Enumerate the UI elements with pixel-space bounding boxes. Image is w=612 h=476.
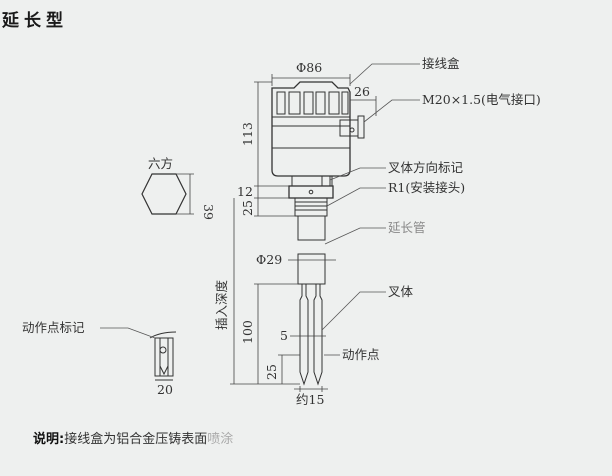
dim-housing-height: 113 [240,122,255,146]
footnote-text: 接线盒为铝合金压铸表面 [64,432,208,447]
dim-fork-length: 100 [240,320,255,344]
label-junction-box: 接线盒 [422,56,460,71]
footnote: 说明:接线盒为铝合金压铸表面喷涂 [33,428,233,447]
dim-thread-length: 25 [240,200,255,216]
label-mount-thread: R1(安装接头) [388,180,465,195]
footnote-faded-tail: 喷涂 [207,432,234,447]
dim-port-offset: 26 [354,84,370,99]
label-fork: 叉体 [388,284,414,299]
junction-box-housing [271,81,365,177]
dim-tube-diameter: Φ29 [256,252,282,267]
dim-fork-span: 约15 [296,392,324,407]
label-electrical-port: M20×1.5(电气接口) [422,92,541,107]
dim-hex-height: 12 [237,184,253,199]
label-switch-point-mark: 动作点标记 [22,320,85,335]
dim-fork-gap: 5 [280,328,288,343]
label-insertion-depth: 插入深度 [214,279,229,330]
label-fork-direction-mark: 叉体方向标记 [388,160,464,175]
label-switch-point: 动作点 [342,347,380,362]
diagram-title: 延长型 [2,11,68,31]
dim-housing-diameter: Φ86 [296,60,322,75]
footnote-prefix: 说明: [33,432,65,447]
dim-switch-point-height: 25 [264,364,279,380]
dim-hex-width: 39 [201,204,216,220]
label-extension-tube: 延长管 [388,220,426,235]
dim-tip-width: 20 [157,382,173,397]
label-hex: 六方 [148,156,173,171]
